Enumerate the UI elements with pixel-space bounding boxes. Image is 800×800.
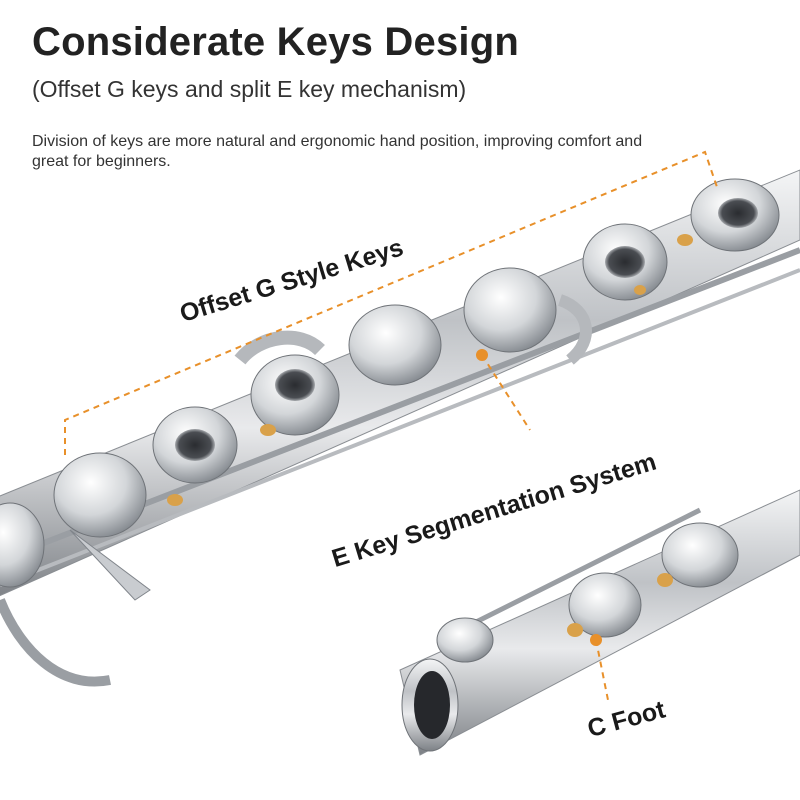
key-cup-6 <box>463 267 592 365</box>
key-cup-1 <box>0 502 45 588</box>
key-cup-8 <box>690 178 780 252</box>
callout-lines <box>64 150 719 701</box>
key-cup-3 <box>152 406 238 484</box>
c-foot-joint <box>399 489 800 756</box>
key-cup-4 <box>234 330 340 436</box>
pad <box>567 623 583 637</box>
pad <box>260 424 276 436</box>
e-key-marker <box>476 349 488 361</box>
pad <box>634 285 646 295</box>
e-key-leader <box>481 354 531 431</box>
pad <box>677 234 693 246</box>
key-cup-7 <box>582 223 668 301</box>
foot-key-cup <box>436 617 494 663</box>
pad <box>657 573 673 587</box>
c-foot-marker <box>590 634 602 646</box>
key-cup-2 <box>53 452 151 601</box>
flute-keys <box>0 178 780 601</box>
foot-key-cup <box>661 522 739 588</box>
offset-g-bracket <box>64 150 719 455</box>
pad <box>167 494 183 506</box>
key-cup-5 <box>348 304 442 386</box>
description-text: Division of keys are more natural and er… <box>32 133 643 170</box>
foot-key-cup <box>568 572 642 638</box>
page-subtitle: (Offset G keys and split E key mechanism… <box>32 76 467 102</box>
page-title: Considerate Keys Design <box>32 20 519 64</box>
